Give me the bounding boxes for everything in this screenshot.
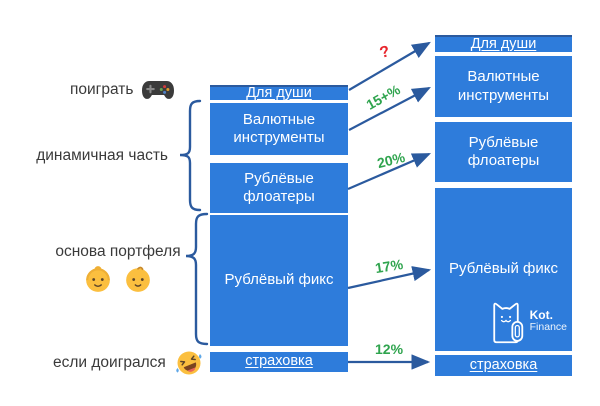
baby-emoji-icon [126, 266, 150, 292]
logo-subtitle: Finance [529, 320, 567, 333]
left-box-insurance: страховка [210, 352, 348, 372]
rate-label-fix: 17% [373, 255, 405, 277]
left-box-ruble-fix-label: Рублёвый фикс [224, 271, 334, 289]
dynamic-part-brace [179, 99, 202, 212]
left-box-insurance-label: страховка [245, 353, 313, 370]
kot-finance-logo: Kot. Finance [487, 297, 567, 345]
annotation-play: поиграть [70, 79, 175, 100]
right-box-dlya-dushi: Для души [435, 35, 572, 52]
portfolio-core-brace [185, 212, 209, 346]
rate-label-currency: 15+% [363, 81, 403, 113]
right-box-ruble-fix-label: Рублёвый фикс [449, 260, 558, 278]
insurance-label: если доигрался [53, 354, 166, 371]
rate-label-insurance: 12% [375, 341, 404, 357]
left-box-ruble-fix: Рублёвый фикс [210, 215, 348, 346]
annotation-portfolio-core: основа портфеля [55, 243, 181, 293]
left-box-ruble-floaters: Рублёвые флоатеры [210, 163, 348, 213]
right-box-currency-instruments-label: Валютные инструменты [457, 68, 550, 104]
right-box-currency-instruments: Валютные инструменты [435, 56, 572, 117]
right-box-ruble-floaters: Рублёвые флоатеры [435, 122, 572, 182]
rofl-emoji-icon [175, 351, 202, 375]
grandma-emoji-icon [86, 266, 110, 292]
left-box-ruble-floaters-label: Рублёвые флоатеры [243, 169, 315, 205]
kot-finance-cat-icon [492, 302, 523, 344]
gamepad-icon [142, 81, 175, 99]
kot-finance-wordmark: Kot. Finance [529, 307, 567, 334]
right-box-ruble-floaters-label: Рублёвые флоатеры [467, 133, 540, 169]
rate-label-floaters: 20% [375, 148, 407, 172]
rate-label-question: ? [377, 43, 392, 62]
left-box-currency-instruments-label: Валютные инструменты [233, 110, 325, 146]
portfolio-core-label: основа портфеля [55, 243, 181, 260]
left-box-dlya-dushi-label: Для души [246, 84, 312, 101]
right-box-ruble-fix: Рублёвый фикс Kot. Finance [435, 188, 572, 351]
annotation-insurance: если доигрался [53, 348, 204, 378]
annotation-dynamic-part: динамичная часть [28, 147, 168, 165]
left-box-dlya-dushi: Для души [210, 84, 348, 101]
core-emoji-row [55, 265, 181, 293]
dynamic-part-label: динамичная часть [36, 147, 168, 164]
right-box-insurance: страховка [435, 355, 572, 376]
right-box-insurance-label: страховка [469, 356, 538, 373]
left-box-currency-instruments: Валютные инструменты [210, 103, 348, 155]
play-label: поиграть [70, 80, 134, 98]
logo-title: Kot. [529, 307, 553, 322]
right-box-dlya-dushi-label: Для души [470, 35, 537, 52]
